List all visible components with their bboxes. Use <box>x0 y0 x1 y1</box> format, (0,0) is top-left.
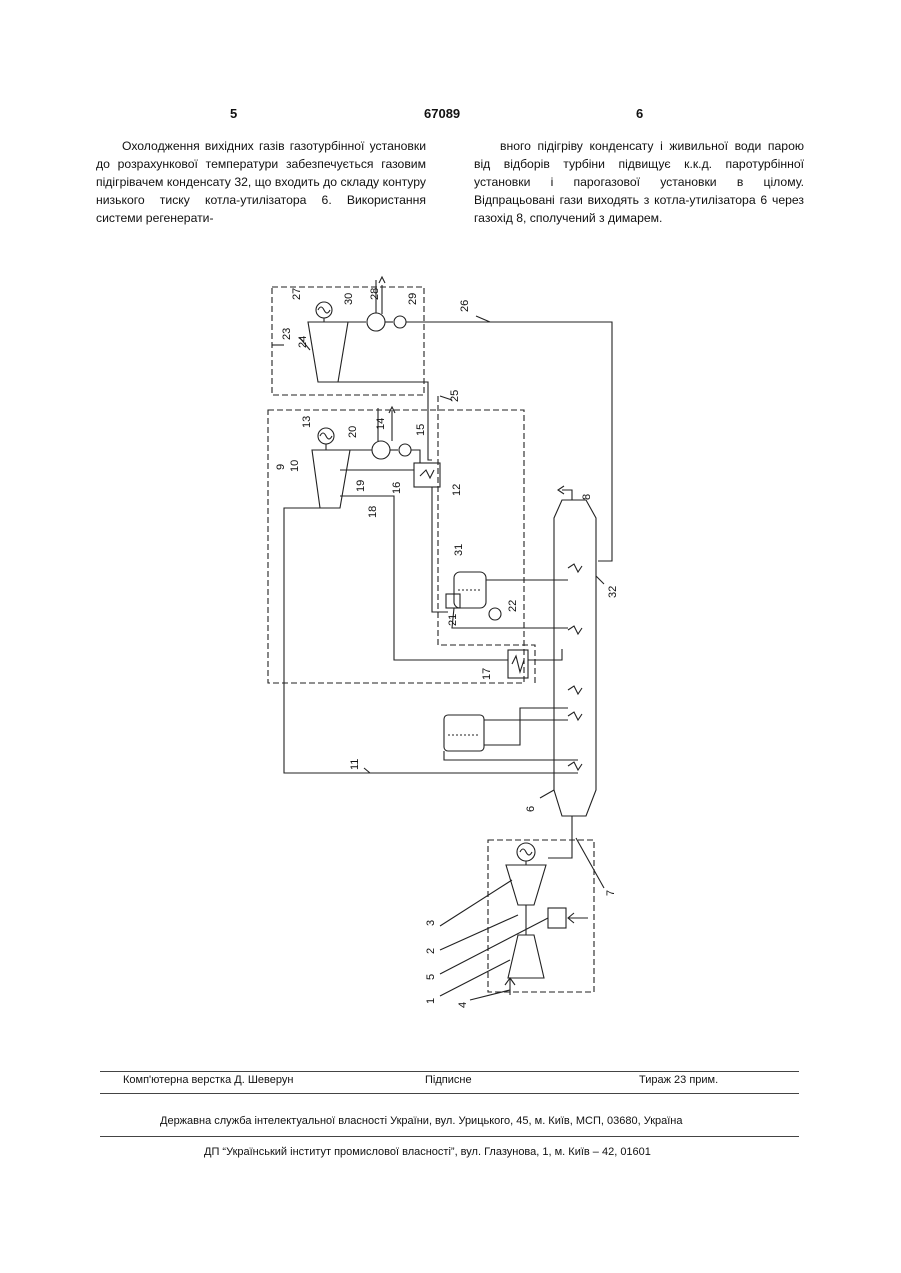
label-29: 29 <box>407 293 419 305</box>
label-30: 30 <box>343 293 355 305</box>
label-9: 9 <box>275 464 287 470</box>
footer-layout-credit: Комп'ютерна верстка Д. Шеверун <box>123 1074 293 1086</box>
label-31: 31 <box>453 544 465 556</box>
label-8: 8 <box>581 494 593 500</box>
label-1: 1 <box>425 998 437 1004</box>
label-10: 10 <box>289 460 301 472</box>
label-22: 22 <box>507 600 519 612</box>
label-18: 18 <box>367 506 379 518</box>
label-15: 15 <box>415 424 427 436</box>
label-2: 2 <box>425 948 437 954</box>
label-25: 25 <box>449 390 461 402</box>
label-16: 16 <box>391 482 403 494</box>
label-13: 13 <box>301 416 313 428</box>
footer-institute: ДП “Український інститут промислової вла… <box>204 1146 651 1158</box>
label-5: 5 <box>425 974 437 980</box>
label-3: 3 <box>425 920 437 926</box>
label-14: 14 <box>375 418 387 430</box>
label-11: 11 <box>349 759 361 770</box>
label-32: 32 <box>607 586 619 598</box>
label-26: 26 <box>459 300 471 312</box>
footer-subscription: Підписне <box>425 1074 472 1086</box>
label-24: 24 <box>297 336 309 348</box>
footer-rule-top <box>100 1071 799 1072</box>
label-7: 7 <box>605 890 617 896</box>
label-19: 19 <box>355 480 367 492</box>
label-23: 23 <box>281 328 293 340</box>
label-17: 17 <box>481 668 493 680</box>
footer-rule-middle <box>100 1093 799 1094</box>
label-20: 20 <box>347 426 359 438</box>
label-6: 6 <box>525 806 537 812</box>
label-27: 27 <box>291 288 303 300</box>
label-12: 12 <box>451 484 463 496</box>
footer-rule-bottom <box>100 1136 799 1137</box>
label-4: 4 <box>457 1002 469 1008</box>
footer-circulation: Тираж 23 прим. <box>639 1074 718 1086</box>
footer-agency: Державна служба інтелектуальної власност… <box>160 1115 683 1127</box>
label-21: 21 <box>447 614 459 626</box>
label-28: 28 <box>369 288 381 300</box>
